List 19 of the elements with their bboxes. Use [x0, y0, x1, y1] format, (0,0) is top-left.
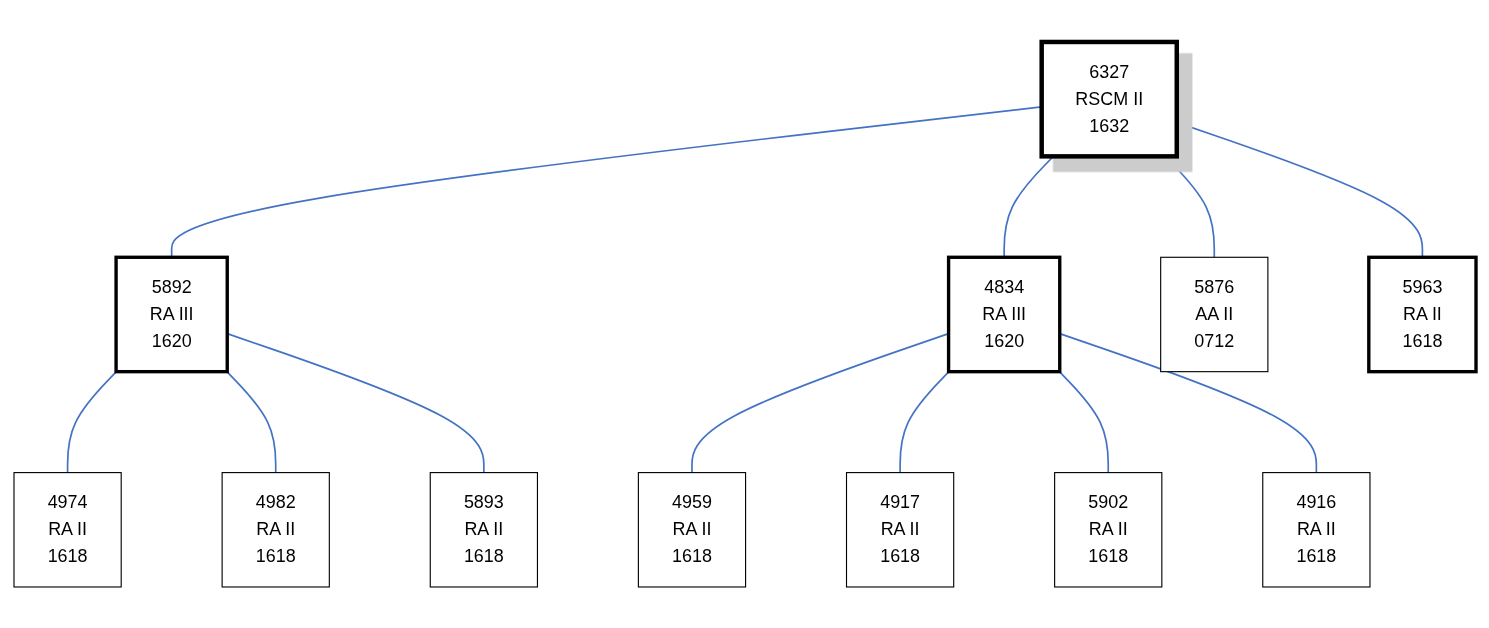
node-box: 4917 RA II 1618	[845, 471, 954, 588]
node-box: 5893 RA II 1618	[429, 471, 538, 588]
node-box: 4834 RA III 1620	[946, 255, 1061, 373]
node-box: 5876 AA II 0712	[1159, 256, 1268, 372]
node-box: 5892 RA III 1620	[113, 255, 229, 373]
node-box: 4916 RA II 1618	[1261, 471, 1370, 588]
connector	[690, 332, 949, 473]
node-box: 4982 RA II 1618	[221, 471, 330, 588]
node-box: 6327 RSCM II 1632	[1038, 39, 1179, 159]
connector	[225, 332, 485, 473]
node-box: 4959 RA II 1618	[637, 471, 746, 588]
connector	[225, 370, 277, 473]
connector	[1058, 370, 1109, 473]
node-box: 5902 RA II 1618	[1053, 471, 1162, 588]
node-box: 4974 RA II 1618	[12, 471, 122, 588]
node-box: 5963 RA II 1618	[1366, 255, 1478, 373]
connector	[66, 370, 117, 473]
connector	[1058, 332, 1317, 473]
connector	[898, 370, 950, 473]
